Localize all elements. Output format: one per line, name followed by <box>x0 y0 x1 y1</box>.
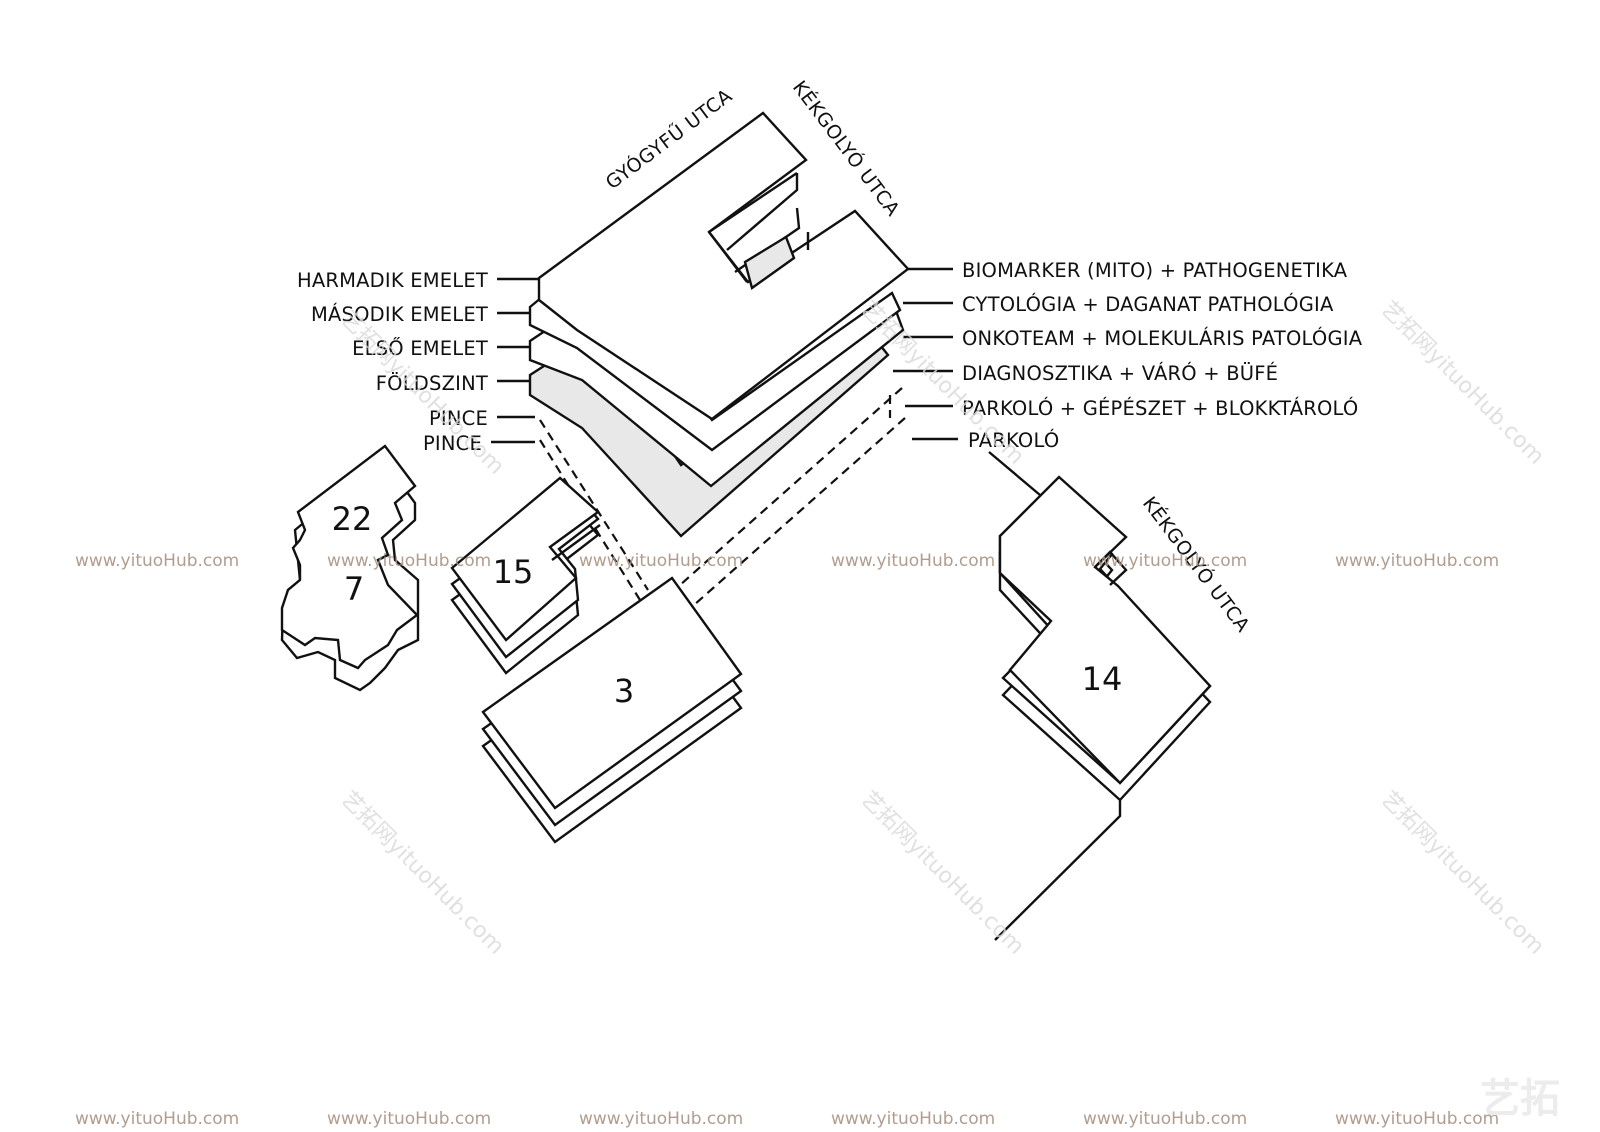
building-15-step <box>551 524 601 561</box>
watermark-url-6: www.yituoHub.com <box>1335 551 1499 571</box>
watermark-diag-4: 艺拓网yituoHub.com <box>336 787 509 960</box>
label-masodik-emelet: MÁSODIK EMELET <box>311 303 488 326</box>
watermark-url-b5: www.yituoHub.com <box>1083 1109 1247 1129</box>
pince-dash-3 <box>679 387 903 586</box>
building-22-7: 22 7 <box>280 444 420 692</box>
watermark-logo: 艺拓 <box>1480 1076 1560 1122</box>
watermark-url-5: www.yituoHub.com <box>1083 551 1247 571</box>
label-foldszint: FÖLDSZINT <box>376 372 488 395</box>
left-leaders <box>491 277 539 444</box>
right-leaders <box>893 267 958 441</box>
watermark-diag-3: 艺拓网yituoHub.com <box>1376 297 1549 470</box>
watermark-url-4: www.yituoHub.com <box>831 551 995 571</box>
building-3-level-1 <box>481 576 743 810</box>
watermark-url-b3: www.yituoHub.com <box>579 1109 743 1129</box>
watermark-url-3: www.yituoHub.com <box>579 551 743 571</box>
building-15: 15 <box>450 476 601 675</box>
label-cytologia: CYTOLÓGIA + DAGANAT PATHOLÓGIA <box>962 292 1334 316</box>
watermark-url-b4: www.yituoHub.com <box>831 1109 995 1129</box>
watermark-diag-6: 艺拓网yituoHub.com <box>1376 787 1549 960</box>
watermark-url-b6: www.yituoHub.com <box>1335 1109 1499 1129</box>
label-parkolo: PARKOLÓ <box>968 428 1059 452</box>
street-kekgolyo-top: KÉKGOLYÓ UTCA <box>788 76 905 221</box>
building-14-tail <box>994 800 1122 941</box>
watermark-url-b2: www.yituoHub.com <box>327 1109 491 1129</box>
building-3: 3 <box>481 576 743 844</box>
parkolo-leader-diagonal <box>988 451 1041 496</box>
building-14: 14 <box>988 451 1212 941</box>
watermarks: www.yituoHub.com www.yituoHub.com www.yi… <box>75 297 1560 1129</box>
building-22-7-top <box>280 444 419 670</box>
basement-outlines <box>539 387 906 606</box>
court-grey <box>743 235 796 290</box>
court-edge-1 <box>708 231 748 283</box>
building-7-number: 7 <box>344 570 364 608</box>
label-pince-1: PINCE <box>429 407 488 430</box>
right-labels: BIOMARKER (MITO) + PATHOGENETIKA CYTOLÓG… <box>962 259 1363 452</box>
court-step-2 <box>726 173 799 251</box>
label-pince-2: PINCE <box>423 432 482 455</box>
label-parkolo-gepeszet: PARKOLÓ + GÉPÉSZET + BLOKKTÁROLÓ <box>962 396 1358 420</box>
pince-dash-1 <box>539 419 649 591</box>
label-diagnosztika: DIAGNOSZTIKA + VÁRÓ + BÜFÉ <box>962 361 1278 385</box>
building-14-number: 14 <box>1082 660 1123 698</box>
watermark-url-2: www.yituoHub.com <box>327 551 491 571</box>
watermark-url-b1: www.yituoHub.com <box>75 1109 239 1129</box>
building-15-number: 15 <box>493 553 534 591</box>
pince-dash-4 <box>693 417 906 606</box>
court-step-1 <box>708 172 798 233</box>
label-onkoteam: ONKOTEAM + MOLEKULÁRIS PATOLÓGIA <box>962 326 1363 350</box>
label-biomarker: BIOMARKER (MITO) + PATHOGENETIKA <box>962 259 1348 282</box>
floor-harmadik-emelet <box>537 111 910 421</box>
main-building <box>528 111 910 538</box>
building-14-notch <box>1094 550 1128 586</box>
label-harmadik-emelet: HARMADIK EMELET <box>297 269 488 292</box>
building-22-number: 22 <box>332 500 373 538</box>
building-14-level-1 <box>998 475 1212 785</box>
watermark-url-1: www.yituoHub.com <box>75 551 239 571</box>
label-elso-emelet: ELSŐ EMELET <box>352 336 488 360</box>
building-15-level-1 <box>450 476 600 642</box>
watermark-diag-5: 艺拓网yituoHub.com <box>856 787 1029 960</box>
left-labels: HARMADIK EMELET MÁSODIK EMELET ELSŐ EMEL… <box>297 269 488 455</box>
building-3-number: 3 <box>614 672 634 710</box>
